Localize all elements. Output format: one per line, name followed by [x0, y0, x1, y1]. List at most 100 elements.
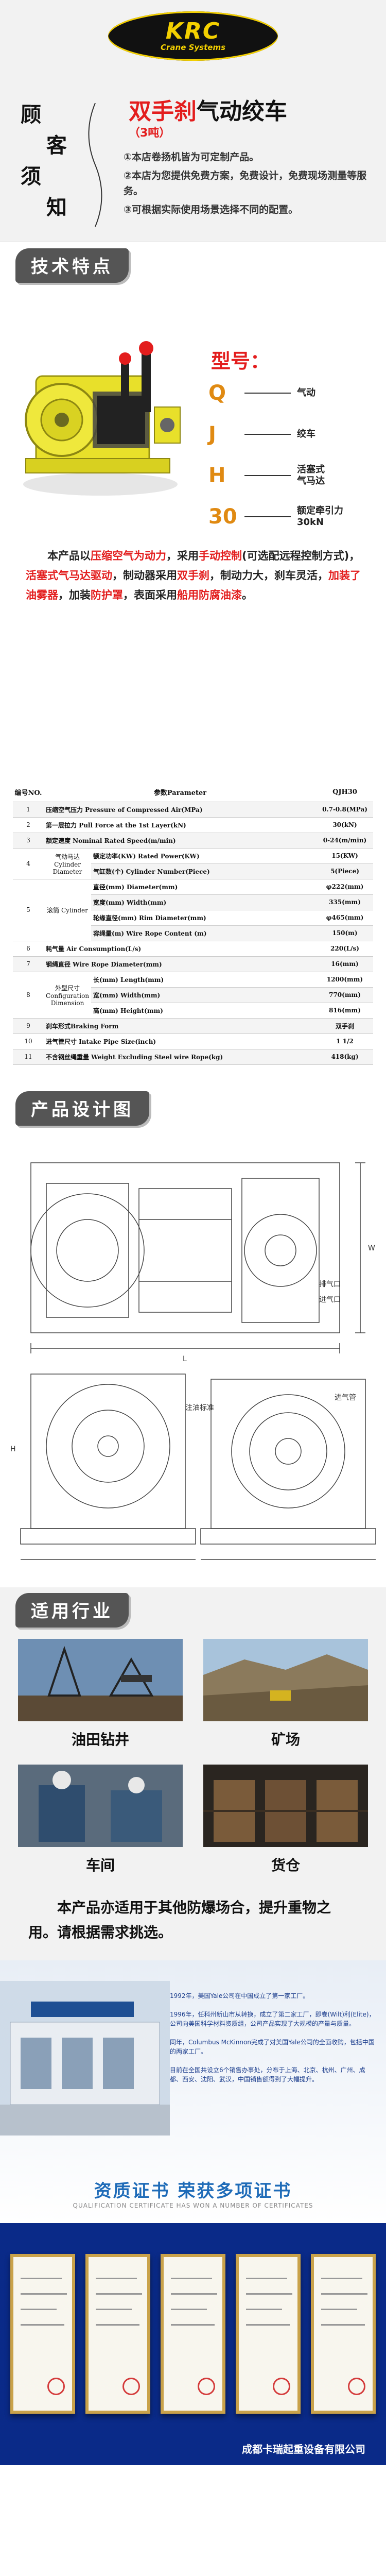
- row-value: 335(mm): [317, 894, 373, 910]
- industries-heading: 适用行业: [15, 1593, 129, 1628]
- row-value: 220(L/s): [317, 940, 373, 957]
- description-highlight: 压缩空气为动力: [91, 550, 166, 562]
- table-header-row: 编号NO. 参数Parameter QJH30: [13, 783, 373, 802]
- title-black-part: 气动绞车: [197, 98, 287, 125]
- factory-photo: [0, 1980, 170, 2136]
- table-header-param: 参数Parameter: [44, 783, 317, 802]
- notice-item: ①本店卷扬机皆为可定制产品。: [124, 151, 259, 163]
- row-label: 高(mm) Height(mm): [91, 1002, 317, 1019]
- row-label: 宽度(mm) Width(mm): [91, 894, 317, 910]
- row-value: 15(KW): [317, 848, 373, 864]
- description-highlight: 手动控制: [199, 550, 242, 562]
- row-no: 2: [13, 817, 44, 833]
- drawing-heading-row: 产品设计图: [0, 1086, 386, 1132]
- drawing-section: 产品设计图: [0, 1085, 386, 1587]
- spec-letter: Q: [208, 381, 226, 405]
- industry-label: 货仓: [271, 1856, 300, 1874]
- certificate-title: 资质证书 荣获多项证书: [94, 2180, 292, 2201]
- notice-char-1: 顾: [21, 103, 41, 127]
- row-group: 滚筒 Cylinder: [44, 878, 92, 941]
- spec-text: 活塞式 气马达: [297, 464, 325, 486]
- features-heading-row: 技术特点: [0, 242, 386, 289]
- timeline-item: 同年，Columbus McKinnon完成了对美国Yale公司的全面收购，包括…: [170, 2038, 375, 2055]
- row-value: 770(mm): [317, 987, 373, 1003]
- spec-leader-line: [244, 434, 291, 435]
- row-value: 418(kg): [317, 1048, 373, 1065]
- row-value: 双手刹: [317, 1018, 373, 1034]
- oilfield-photo: [18, 1638, 183, 1721]
- winch-product-image: [23, 341, 181, 496]
- description-highlight: 船用防腐油漆: [177, 589, 242, 601]
- row-value: 150(m): [317, 925, 373, 941]
- notice-list: ①本店卷扬机皆为可定制产品。 ②本店为您提供免费方案，免费设计，免费现场测量等服…: [124, 149, 378, 221]
- drawing-label-exhaust: 排气口: [319, 1280, 341, 1289]
- spec-letter: H: [208, 464, 226, 487]
- row-no: 3: [13, 832, 44, 849]
- industries-heading-row: 适用行业: [0, 1587, 386, 1634]
- notice-item: ②本店为您提供免费方案，免费设计，免费现场测量等服务。: [124, 170, 367, 197]
- spec-row-j: J 绞车: [208, 422, 378, 446]
- industries-section: 适用行业 油田钻井 矿场: [0, 1587, 386, 1960]
- table-row: 轮缘直径(mm) Rim Diameter(mm) φ465(mm): [13, 909, 373, 926]
- logo-subtitle: Crane Systems: [160, 43, 225, 52]
- certificate-title-en: QUALIFICATION CERTIFICATE HAS WON A NUMB…: [73, 2201, 313, 2209]
- industry-card-mine: 矿场: [203, 1638, 368, 1749]
- row-label: 容绳量(m) Wire Rope Content (m): [91, 925, 317, 941]
- description-text: ，表面采用: [123, 589, 177, 601]
- notice-char-3: 须: [21, 164, 41, 189]
- industry-card-warehouse: 货仓: [203, 1764, 368, 1875]
- company-name-footer: 成都卡瑞起重设备有限公司: [242, 2443, 365, 2455]
- description-text: 。: [242, 589, 253, 601]
- timeline-item: 1996年，任科州新山市从转换，成立了第二家工厂，即卷(Wilt)利(Elite…: [170, 2010, 375, 2027]
- table-row: 5 滚筒 Cylinder 直径(mm) Diameter(mm) φ222(m…: [13, 878, 373, 941]
- certificate-heading: 资质证书 荣获多项证书 QUALIFICATION CERTIFICATE HA…: [0, 2177, 386, 2209]
- row-no: 8: [13, 971, 44, 1019]
- row-label: 耗气量 Air Consumption(L/s): [44, 940, 317, 957]
- row-no: 4: [13, 848, 44, 879]
- workshop-photo: [18, 1764, 183, 1847]
- row-value: 816(mm): [317, 1002, 373, 1019]
- row-label: 进气管尺寸 Intake Pipe Size(inch): [44, 1033, 317, 1049]
- spec-text: 气动: [297, 387, 315, 398]
- table-header-no: 编号NO.: [13, 783, 44, 802]
- description-text: 本产品以: [47, 550, 91, 562]
- row-label: 第一层拉力 Pull Force at the 1st Layer(kN): [44, 817, 317, 833]
- certificate-image: [311, 2253, 376, 2414]
- model-label: 型号：: [211, 350, 270, 372]
- company-timeline: 1992年，美国Yale公司在中国成立了第一家工厂。 1996年，任科州新山市从…: [170, 1991, 376, 2093]
- row-label: 钢绳直径 Wire Rope Diameter(mm): [44, 956, 317, 972]
- table-row: 11 不含钢丝绳重量 Weight Excluding Steel wire R…: [13, 1048, 373, 1065]
- notice-char-2: 客: [46, 133, 67, 158]
- certificate-image: [10, 2253, 75, 2414]
- row-value: 0.7-0.8(MPa): [317, 801, 373, 818]
- row-value: 0-24(m/min): [317, 832, 373, 849]
- table-header-model: QJH30: [317, 783, 373, 802]
- row-label: 压缩空气压力 Pressure of Compressed Air(MPa): [44, 801, 317, 818]
- row-label: 额定速度 Nominal Rated Speed(m/min): [44, 832, 317, 849]
- spec-letter: 30: [208, 505, 237, 529]
- notice-divider: [88, 103, 102, 227]
- spec-letter: J: [208, 422, 216, 446]
- spec-leader-line: [244, 475, 291, 476]
- description-text: ，加装: [58, 589, 91, 601]
- parameter-table-section: 编号NO. 参数Parameter QJH30 1 压缩空气压力 Pressur…: [13, 778, 373, 1086]
- description-highlight: 活塞式气马达驱动: [26, 569, 112, 582]
- description-text: ，制动力大，刹车灵活，: [209, 569, 328, 582]
- industry-label: 车间: [85, 1856, 115, 1874]
- row-label: 长(mm) Length(mm): [91, 971, 317, 988]
- drawing-label-intake: 进气口: [319, 1296, 341, 1304]
- industries-grid: 油田钻井 矿场 车间: [0, 1634, 386, 1875]
- timeline-item: 1992年，美国Yale公司在中国成立了第一家工厂。: [170, 1992, 309, 1999]
- row-value: 1200(mm): [317, 971, 373, 988]
- table-row: 容绳量(m) Wire Rope Content (m) 150(m): [13, 925, 373, 941]
- description-highlight: 防护罩: [91, 589, 123, 601]
- company-section: 1992年，美国Yale公司在中国成立了第一家工厂。 1996年，任科州新山市从…: [0, 1960, 386, 2223]
- row-value: 16(mm): [317, 956, 373, 972]
- row-label: 气缸数(个) Cylinder Number(Piece): [91, 863, 317, 879]
- row-label: 轮缘直径(mm) Rim Diameter(mm): [91, 909, 317, 926]
- dim-label-width: W: [368, 1244, 375, 1252]
- mine-photo: [203, 1638, 368, 1721]
- table-row: 宽度(mm) Width(mm) 335(mm): [13, 894, 373, 910]
- table-row: 10 进气管尺寸 Intake Pipe Size(inch) 1 1/2: [13, 1033, 373, 1049]
- row-group: 气动马达 Cylinder Diameter: [44, 848, 92, 879]
